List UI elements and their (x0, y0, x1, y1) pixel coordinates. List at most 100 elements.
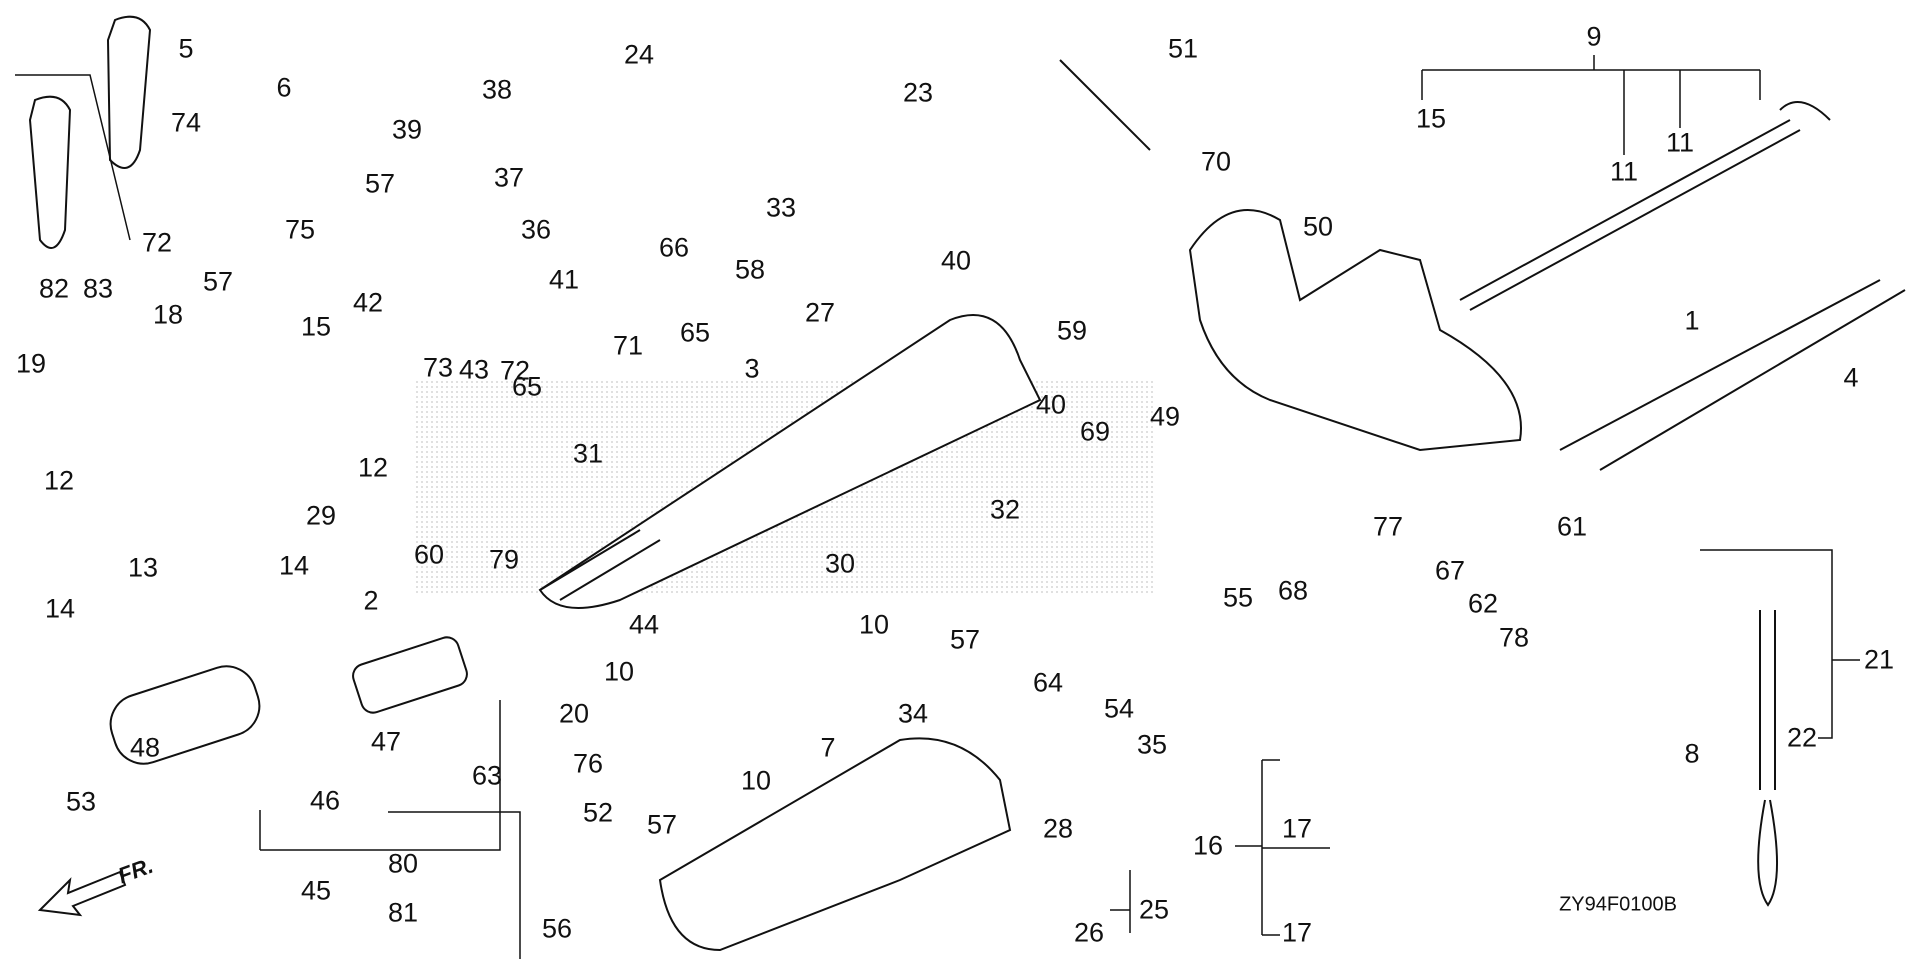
part-callout[interactable]: 57 (646, 809, 678, 840)
part-callout[interactable]: 18 (152, 299, 184, 330)
part-callout[interactable]: 68 (1277, 575, 1309, 606)
part-callout[interactable]: 14 (44, 593, 76, 624)
part-callout[interactable]: 14 (278, 550, 310, 581)
part-callout[interactable]: 74 (170, 107, 202, 138)
part-callout[interactable]: 24 (623, 39, 655, 70)
part-callout[interactable]: 15 (300, 311, 332, 342)
part-callout[interactable]: 8 (1684, 738, 1700, 769)
part-callout[interactable]: 63 (471, 760, 503, 791)
part-callout[interactable]: 59 (1056, 315, 1088, 346)
part-callout[interactable]: 78 (1498, 622, 1530, 653)
part-callout[interactable]: 57 (949, 624, 981, 655)
part-callout[interactable]: 83 (82, 273, 114, 304)
part-callout[interactable]: 36 (520, 214, 552, 245)
left-frame-line (15, 74, 131, 241)
front-arrow-icon (37, 870, 127, 917)
part-callout[interactable]: 77 (1372, 511, 1404, 542)
part-callout[interactable]: 16 (1192, 830, 1224, 861)
part-callout[interactable]: 1 (1684, 305, 1700, 336)
part-callout[interactable]: 70 (1200, 146, 1232, 177)
part-callout[interactable]: 47 (370, 726, 402, 757)
part-callout[interactable]: 34 (897, 698, 929, 729)
part-callout[interactable]: 69 (1079, 416, 1111, 447)
part-callout[interactable]: 38 (481, 74, 513, 105)
part-callout[interactable]: 57 (364, 168, 396, 199)
part-callout[interactable]: 31 (572, 438, 604, 469)
part-callout[interactable]: 71 (612, 330, 644, 361)
part-callout[interactable]: 55 (1222, 582, 1254, 613)
part-callout[interactable]: 17 (1281, 917, 1313, 948)
part-callout[interactable]: 52 (582, 797, 614, 828)
part-callout[interactable]: 40 (1035, 389, 1067, 420)
part-callout[interactable]: 23 (902, 77, 934, 108)
part-callout[interactable]: 32 (989, 494, 1021, 525)
part-callout[interactable]: 65 (679, 317, 711, 348)
part-callout[interactable]: 76 (572, 748, 604, 779)
part-callout[interactable]: 10 (603, 656, 635, 687)
part-callout[interactable]: 80 (387, 848, 419, 879)
part-callout[interactable]: 15 (1415, 103, 1447, 134)
part-callout[interactable]: 44 (628, 609, 660, 640)
part-callout[interactable]: 20 (558, 698, 590, 729)
part-callout[interactable]: 46 (309, 785, 341, 816)
part-callout[interactable]: 12 (357, 452, 389, 483)
group-bracket-45 (259, 700, 501, 851)
part-callout[interactable]: 29 (305, 500, 337, 531)
part-callout[interactable]: 53 (65, 786, 97, 817)
part-callout[interactable]: 9 (1586, 21, 1602, 52)
part-callout[interactable]: 73 (422, 352, 454, 383)
part-callout[interactable]: 49 (1149, 401, 1181, 432)
part-callout[interactable]: 17 (1281, 813, 1313, 844)
part-callout[interactable]: 66 (658, 232, 690, 263)
part-callout[interactable]: 4 (1843, 362, 1859, 393)
part-callout[interactable]: 7 (820, 732, 836, 763)
part-callout[interactable]: 6 (276, 72, 292, 103)
part-callout[interactable]: 72 (499, 355, 531, 386)
part-callout[interactable]: 28 (1042, 813, 1074, 844)
group-bracket-9 (1421, 55, 1761, 155)
part-callout[interactable]: 35 (1136, 729, 1168, 760)
part-callout[interactable]: 67 (1434, 555, 1466, 586)
part-callout[interactable]: 82 (38, 273, 70, 304)
part-callout[interactable]: 48 (129, 732, 161, 763)
part-callout[interactable]: 3 (744, 353, 760, 384)
part-callout[interactable]: 11 (1609, 156, 1639, 187)
part-callout[interactable]: 40 (940, 245, 972, 276)
part-callout[interactable]: 64 (1032, 667, 1064, 698)
part-callout[interactable]: 22 (1786, 722, 1818, 753)
part-callout[interactable]: 19 (15, 348, 47, 379)
part-callout[interactable]: 33 (765, 192, 797, 223)
part-callout[interactable]: 10 (740, 765, 772, 796)
part-callout[interactable]: 54 (1103, 693, 1135, 724)
part-callout[interactable]: 43 (458, 354, 490, 385)
part-callout[interactable]: 79 (488, 544, 520, 575)
part-callout[interactable]: 61 (1556, 511, 1588, 542)
part-callout[interactable]: 50 (1302, 211, 1334, 242)
part-callout[interactable]: 26 (1073, 917, 1105, 948)
part-callout[interactable]: 5 (178, 33, 194, 64)
part-callout[interactable]: 11 (1665, 127, 1695, 158)
part-callout[interactable]: 41 (548, 264, 580, 295)
part-callout[interactable]: 12 (43, 465, 75, 496)
part-callout[interactable]: 65 (511, 371, 543, 402)
part-callout[interactable]: 10 (858, 609, 890, 640)
part-callout[interactable]: 57 (202, 266, 234, 297)
part-callout[interactable]: 58 (734, 254, 766, 285)
part-callout[interactable]: 60 (413, 539, 445, 570)
part-callout[interactable]: 39 (391, 114, 423, 145)
part-callout[interactable]: 51 (1167, 33, 1199, 64)
part-callout[interactable]: 45 (300, 875, 332, 906)
part-callout[interactable]: 30 (824, 548, 856, 579)
part-callout[interactable]: 21 (1863, 644, 1895, 675)
part-callout[interactable]: 27 (804, 297, 836, 328)
part-callout[interactable]: 37 (493, 162, 525, 193)
part-callout[interactable]: 75 (284, 214, 316, 245)
part-callout[interactable]: 13 (127, 552, 159, 583)
part-callout[interactable]: 42 (352, 287, 384, 318)
part-callout[interactable]: 72 (141, 227, 173, 258)
part-callout[interactable]: 81 (387, 897, 419, 928)
part-callout[interactable]: 2 (363, 585, 379, 616)
part-callout[interactable]: 25 (1138, 894, 1170, 925)
part-callout[interactable]: 62 (1467, 588, 1499, 619)
part-callout[interactable]: 56 (541, 913, 573, 944)
